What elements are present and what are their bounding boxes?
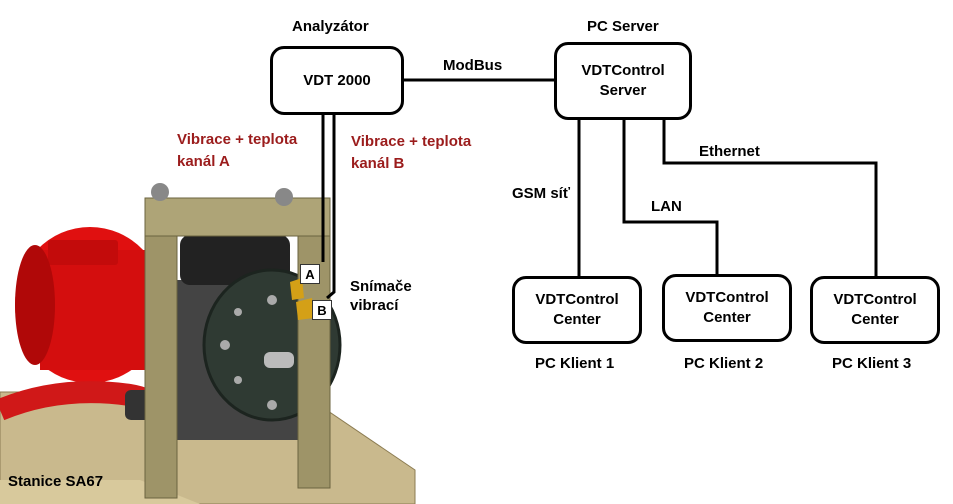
- server-name-line1: VDTControl: [581, 62, 665, 79]
- ethernet-line: [662, 116, 878, 277]
- client-1-name-line2: Center: [553, 311, 601, 328]
- analyzer-name: VDT 2000: [303, 71, 371, 89]
- server-name-line2: Server: [599, 82, 647, 99]
- client-3-caption: PC Klient 3: [832, 355, 912, 372]
- sensors-line2: vibrací: [350, 297, 399, 314]
- client-1-name-line1: VDTControl: [535, 291, 619, 308]
- sensor-a-tag: A: [300, 264, 320, 284]
- sensors-label: Snímače vibrací: [350, 277, 412, 315]
- lan-label: LAN: [651, 198, 682, 215]
- client-1-caption: PC Klient 1: [535, 355, 615, 372]
- client-1-box: VDTControl Center: [512, 276, 642, 344]
- channel-b-label: Vibrace + teplota kanál B: [351, 131, 471, 175]
- client-2-caption: PC Klient 2: [684, 355, 764, 372]
- server-box: VDTControl Server: [554, 42, 692, 120]
- server-caption: PC Server: [587, 18, 659, 35]
- client-3-box: VDTControl Center: [810, 276, 940, 344]
- analyzer-caption: Analyzátor: [292, 18, 369, 35]
- client-2-name-line2: Center: [703, 309, 751, 326]
- gsm-label: GSM síť: [512, 185, 571, 202]
- channel-b-line2: kanál B: [351, 155, 405, 172]
- lan-line: [622, 116, 719, 276]
- channel-a-line1: Vibrace + teplota: [177, 131, 298, 148]
- ethernet-label: Ethernet: [699, 143, 760, 160]
- sensors-line1: Snímače: [350, 278, 412, 295]
- client-3-name-line2: Center: [851, 311, 899, 328]
- analyzer-box: VDT 2000: [270, 46, 404, 115]
- channel-a-line2: kanál A: [177, 153, 230, 170]
- channel-a-label: Vibrace + teplota kanál A: [177, 129, 297, 173]
- station-caption: Stanice SA67: [8, 473, 104, 490]
- modbus-label: ModBus: [443, 57, 503, 74]
- sensor-b-body: [296, 298, 314, 320]
- frame-left-post: [144, 197, 178, 499]
- frame-right-post: [297, 197, 331, 489]
- client-2-box: VDTControl Center: [662, 274, 792, 342]
- client-2-name-line1: VDTControl: [685, 289, 769, 306]
- frame-top-beam: [144, 197, 331, 237]
- sensor-b-tag: B: [312, 300, 332, 320]
- channel-b-line1: Vibrace + teplota: [351, 133, 472, 150]
- client-3-name-line1: VDTControl: [833, 291, 917, 308]
